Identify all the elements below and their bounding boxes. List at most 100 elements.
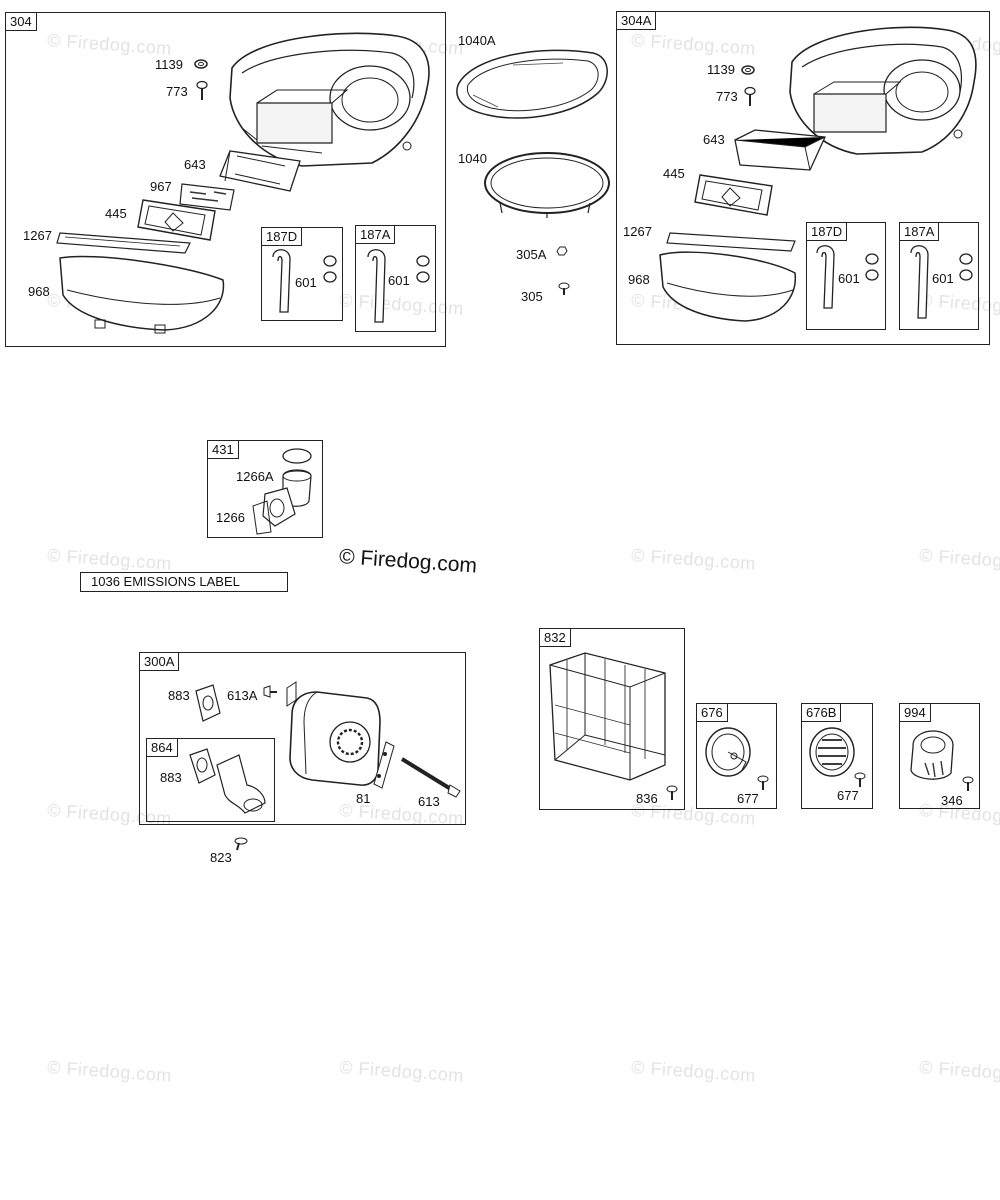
subgroup-187A: 187A xyxy=(899,222,979,330)
watermark: © Firedog.com xyxy=(918,1057,1000,1086)
deflector-part xyxy=(702,722,757,782)
part-label: 305A xyxy=(516,247,547,262)
filter-part xyxy=(692,170,777,220)
part-label: 613 xyxy=(418,794,440,809)
screen-part xyxy=(453,45,613,125)
part-label: 677 xyxy=(837,788,859,803)
blower-housing-part xyxy=(222,28,437,168)
part-label: 1139 xyxy=(155,57,183,72)
part-label: 1267 xyxy=(23,228,52,243)
group-431: 431 xyxy=(207,440,323,538)
group-tag: 300A xyxy=(140,653,180,671)
part-label: 601 xyxy=(388,273,410,288)
group-tag: 187D xyxy=(262,228,303,246)
washer-part xyxy=(740,64,756,76)
subgroup-187A: 187A xyxy=(355,225,436,332)
part-label: 1266A xyxy=(236,469,274,484)
nut-part xyxy=(556,246,568,256)
group-304A: 304A xyxy=(616,11,990,345)
intake-elbow-part xyxy=(245,446,320,534)
subgroup-187D: 187D xyxy=(261,227,343,321)
emissions-label-box: 1036 EMISSIONS LABEL xyxy=(80,572,288,592)
deflector-part xyxy=(806,722,861,782)
group-tag: 832 xyxy=(540,629,571,647)
group-tag: 187A xyxy=(356,226,396,244)
breather-tube-part xyxy=(906,243,936,323)
bracket-part xyxy=(368,740,398,790)
part-label: 773 xyxy=(716,89,738,104)
group-676: 676 xyxy=(696,703,777,809)
part-label: 1040A xyxy=(458,33,496,48)
group-832: 832 xyxy=(539,628,685,810)
group-300A: 300A xyxy=(139,652,466,825)
part-label: 601 xyxy=(932,271,954,286)
part-label: 643 xyxy=(184,157,206,172)
clamp-part xyxy=(956,253,976,283)
muffler-part xyxy=(282,670,382,790)
part-label: 773 xyxy=(166,84,188,99)
part-label: 601 xyxy=(295,275,317,290)
screw-part xyxy=(557,282,571,296)
watermark: © Firedog.com xyxy=(46,1057,173,1086)
clamp-part xyxy=(413,255,433,285)
bolt-part xyxy=(398,755,463,800)
part-label: 883 xyxy=(168,688,190,703)
group-tag: 864 xyxy=(147,739,178,757)
part-label: 1267 xyxy=(623,224,652,239)
gasket-part xyxy=(665,225,800,253)
group-tag: 304A xyxy=(617,12,657,30)
screw-part xyxy=(961,776,975,792)
cover-part xyxy=(55,250,230,335)
group-tag: 676 xyxy=(697,704,728,722)
part-label: 823 xyxy=(210,850,232,865)
watermark: © Firedog.com xyxy=(630,545,757,574)
screw-part xyxy=(743,86,757,108)
part-label: 836 xyxy=(636,791,658,806)
subgroup-187D: 187D xyxy=(806,222,886,330)
part-label: 601 xyxy=(838,271,860,286)
part-label: 677 xyxy=(737,791,759,806)
guard-part xyxy=(545,645,675,795)
part-label: 346 xyxy=(941,793,963,808)
part-label: 305 xyxy=(521,289,543,304)
watermark: © Firedog.com xyxy=(630,1057,757,1086)
part-label: 967 xyxy=(150,179,172,194)
washer-part xyxy=(193,58,209,70)
screw-part xyxy=(756,775,770,791)
breather-tube-part xyxy=(268,247,298,317)
part-label: 613A xyxy=(227,688,258,703)
part-label: 445 xyxy=(663,166,685,181)
group-tag: 431 xyxy=(208,441,239,459)
clamp-part xyxy=(320,255,340,285)
filter-part xyxy=(135,195,220,245)
part-label: 883 xyxy=(160,770,182,785)
spark-arrestor-part xyxy=(903,725,958,787)
part-label: 1139 xyxy=(707,62,735,77)
screen-ring-part xyxy=(480,148,615,218)
gasket-part xyxy=(55,225,195,255)
subgroup-864: 864 xyxy=(146,738,275,822)
watermark: © Firedog.com xyxy=(338,1057,465,1086)
decal-part xyxy=(178,180,238,212)
part-label: 643 xyxy=(703,132,725,147)
part-label: 1040 xyxy=(458,151,487,166)
group-tag: 676B xyxy=(802,704,842,722)
part-label: 1266 xyxy=(216,510,245,525)
clamp-part xyxy=(862,253,882,283)
watermark: © Firedog.com xyxy=(918,545,1000,574)
screw-part xyxy=(665,785,679,801)
blower-housing-part xyxy=(782,22,982,157)
copyright-watermark: © Firedog.com xyxy=(338,545,478,578)
group-tag: 187D xyxy=(807,223,848,241)
screw-part xyxy=(195,80,209,102)
screw-part xyxy=(853,772,867,788)
air-guide-part xyxy=(730,125,830,177)
breather-tube-part xyxy=(812,243,842,313)
part-label: 968 xyxy=(628,272,650,287)
part-label: 968 xyxy=(28,284,50,299)
group-676B: 676B xyxy=(801,703,873,809)
gasket-part xyxy=(193,683,223,723)
group-304: 304 xyxy=(5,12,446,347)
group-994: 994 xyxy=(899,703,980,809)
screw-part xyxy=(262,685,278,699)
